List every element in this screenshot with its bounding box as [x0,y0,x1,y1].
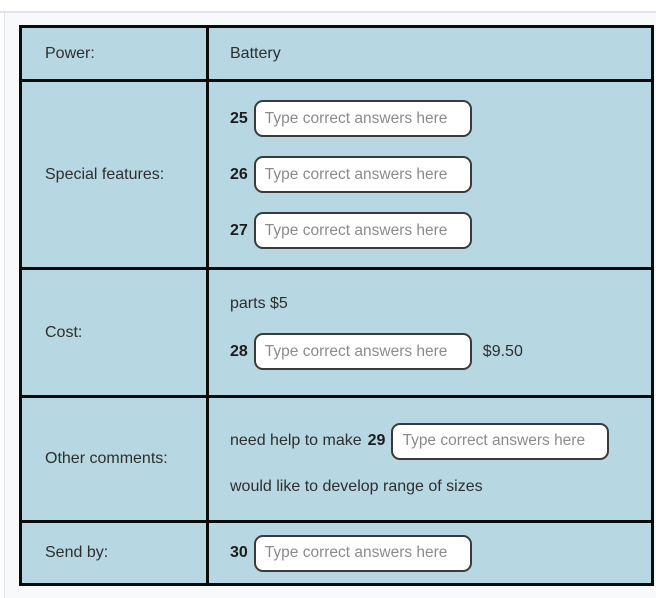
row-label-text: Send by: [45,544,109,561]
answer-input-26[interactable] [253,156,472,193]
row-value-send-by: 30 [206,520,654,586]
row-label-text: Special features: [45,165,165,183]
answer-input-30[interactable] [253,534,472,572]
answer-line-26: 26 [230,156,651,193]
content-panel: Power: Battery Special features: 25 26 [4,13,656,598]
answer-line-30: 30 [230,534,651,572]
answer-line-25: 25 [230,100,651,137]
question-number-28: 28 [230,342,248,360]
table-row-power: Power: Battery [19,25,654,82]
row-label-cost: Cost: [19,267,209,398]
answer-input-28[interactable] [253,333,472,370]
question-number-27: 27 [230,221,248,239]
question-number-25: 25 [230,109,248,127]
answer-input-27[interactable] [253,212,472,249]
row-label-text: Other comments: [45,450,168,467]
row-label-text: Power: [45,44,95,62]
other-comments-line2: would like to develop range of sizes [230,477,483,495]
power-value: Battery [230,44,281,62]
row-value-cost: parts $5 28 $9.50 [206,267,654,398]
row-value-power: Battery [206,25,654,82]
row-value-other-comments: need help to make 29 would like to devel… [206,395,654,523]
answer-input-25[interactable] [253,100,472,137]
header-divider-line [0,11,656,13]
other-comments-prefix: need help to make [230,432,362,449]
row-value-special-features: 25 26 27 [206,79,654,270]
cost-note: parts $5 [230,295,288,312]
table-row-send-by: Send by: 30 [19,520,654,586]
answer-line-28: 28 $9.50 [230,333,651,370]
question-number-30: 30 [230,544,248,561]
row-label-other-comments: Other comments: [19,395,209,523]
row-label-send-by: Send by: [19,520,209,586]
answer-line-29: need help to make 29 [230,422,651,460]
form-completion-table: Power: Battery Special features: 25 26 [19,25,654,586]
cost-suffix: $9.50 [482,342,523,360]
table-row-cost: Cost: parts $5 28 $9.50 [19,267,654,398]
row-label-special-features: Special features: [19,79,209,270]
answer-input-29[interactable] [391,422,610,460]
question-number-26: 26 [230,165,248,183]
row-label-text: Cost: [45,323,83,341]
table-row-other-comments: Other comments: need help to make 29 wou… [19,395,654,523]
table-row-special-features: Special features: 25 26 27 [19,79,654,270]
answer-line-27: 27 [230,212,651,249]
question-number-29: 29 [367,432,386,449]
row-label-power: Power: [19,25,209,82]
